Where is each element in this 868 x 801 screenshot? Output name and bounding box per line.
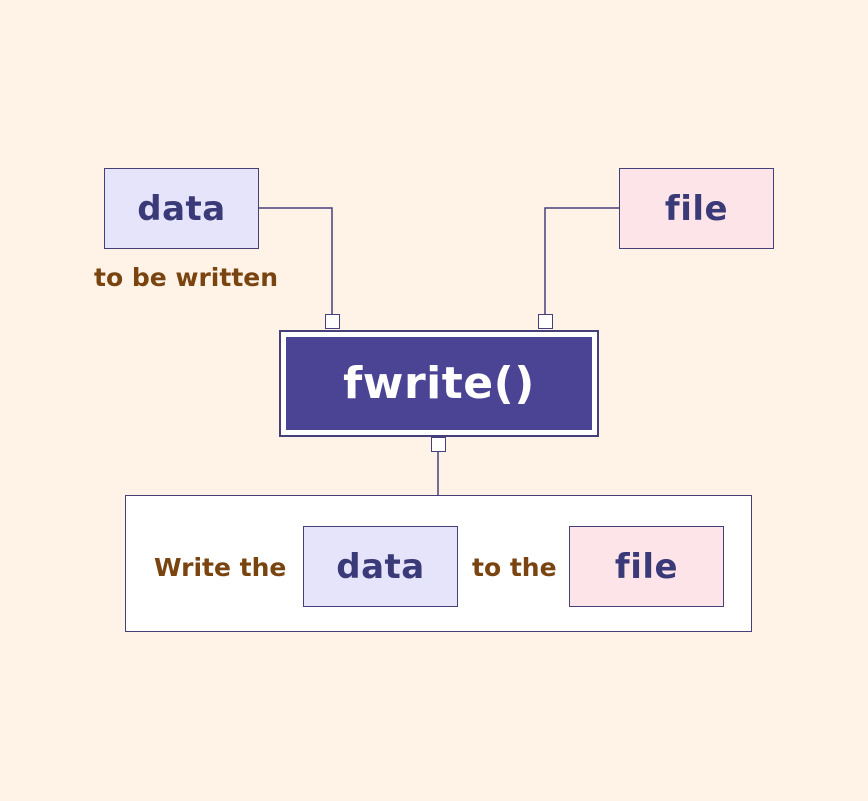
result-data-box: data	[303, 526, 458, 607]
data-input-port	[325, 314, 340, 329]
function-block: fwrite()	[279, 330, 599, 437]
data-input-box: data	[104, 168, 259, 249]
data-input-caption: to be written	[94, 263, 279, 292]
output-port	[431, 437, 446, 452]
result-file-label: file	[614, 546, 679, 587]
function-block-fill: fwrite()	[286, 337, 592, 430]
file-input-label: file	[664, 188, 729, 229]
data-input-label: data	[137, 188, 226, 229]
result-data-label: data	[336, 546, 425, 587]
data-to-function-connector	[258, 207, 333, 314]
file-input-box: file	[619, 168, 774, 249]
result-file-box: file	[569, 526, 724, 607]
result-middle-text: to the	[472, 553, 557, 582]
result-prefix-text: Write the	[154, 553, 287, 582]
function-name: fwrite()	[343, 358, 535, 409]
file-input-port	[538, 314, 553, 329]
file-to-function-connector	[544, 207, 620, 314]
